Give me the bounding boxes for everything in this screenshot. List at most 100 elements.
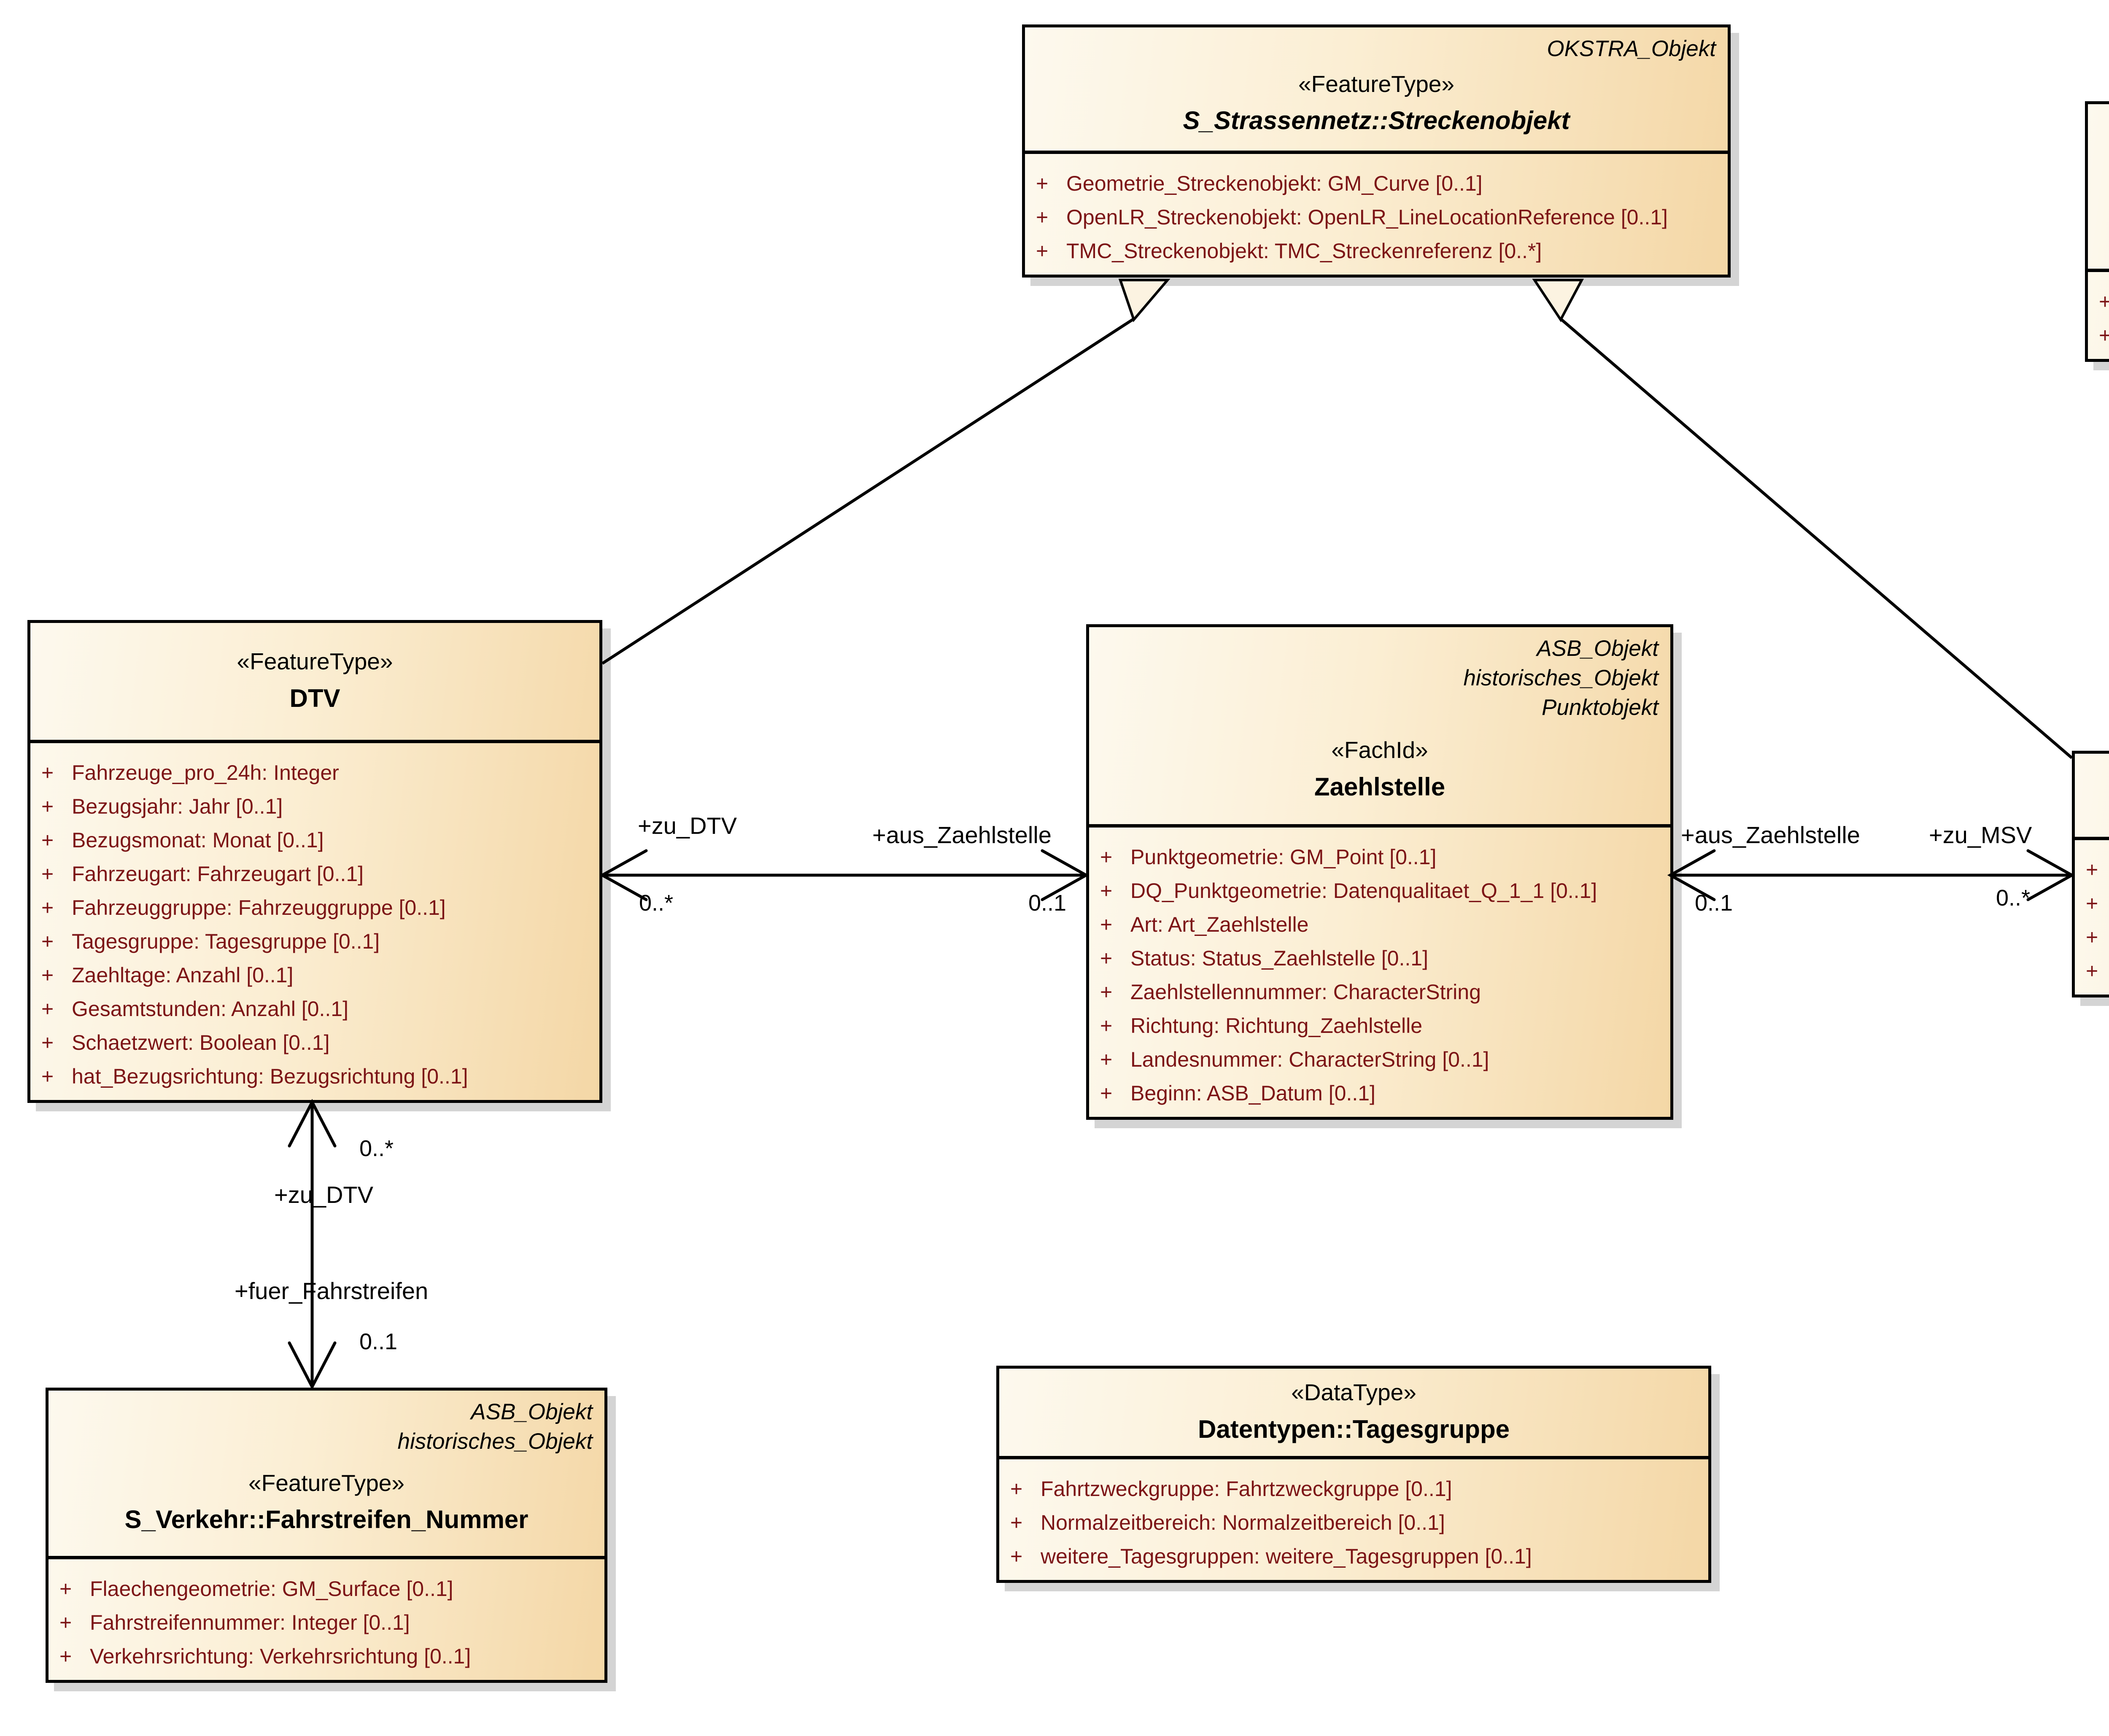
attribute-text: Zaehltage: Anzahl [0..1] xyxy=(72,963,294,987)
attribute-visibility: + xyxy=(41,896,54,919)
attribute-text: Fahrtzweckgruppe: Fahrtzweckgruppe [0..1… xyxy=(1041,1477,1452,1501)
class-tag: historisches_Objekt xyxy=(1463,665,1659,690)
class-name: S_Verkehr::Fahrstreifen_Nummer xyxy=(124,1505,529,1534)
attribute-visibility: + xyxy=(1010,1477,1023,1501)
attribute-row: + Status: Status_Zaehlstelle [0..1] xyxy=(1095,941,1662,975)
attribute-visibility: + xyxy=(1100,1014,1113,1038)
attribute-visibility: + xyxy=(2086,892,2098,915)
attribute-row: + Bezugsjahr: Jahr [0..1] xyxy=(36,790,591,823)
attribute-visibility: + xyxy=(2094,323,2109,348)
attribute-row: + Bezugsmonat: Monat [0..1] xyxy=(36,823,591,857)
class-box-dtv[interactable]: «FeatureType» DTV + Fahrzeuge_pro_24h: I… xyxy=(27,620,602,1103)
class-header: «FeatureType» MSV xyxy=(2075,754,2109,837)
arrowhead-right-icon xyxy=(2026,849,2075,901)
attribute-row: + Geometrie_Streckenobjekt: GM_Curve [0.… xyxy=(1031,167,1719,200)
class-stereotype: «FeatureType» xyxy=(237,648,393,675)
generalization-dtv-streckenobjekt[interactable] xyxy=(601,318,1135,665)
attribute-text: Status: Status_Zaehlstelle [0..1] xyxy=(1130,946,1428,970)
attribute-text: Fahrzeuggruppe: Fahrzeuggruppe [0..1] xyxy=(72,896,446,919)
attribute-text: Fahrstreifennummer: Integer [0..1] xyxy=(90,1611,410,1634)
attribute-text: Landesnummer: CharacterString [0..1] xyxy=(1130,1048,1489,1071)
attribute-row: + Flaechengeometrie: GM_Surface [0..1] xyxy=(54,1572,596,1606)
class-header: «DataType» Datentypen::Tagesgruppe xyxy=(999,1369,1708,1456)
attribute-row: + Zaehltage: Anzahl [0..1] xyxy=(36,958,591,992)
attribute-row: + DQ_Punktgeometrie: Datenqualitaet_Q_1_… xyxy=(1095,874,1662,908)
attribute-text: Gesamtstunden: Anzahl [0..1] xyxy=(72,997,348,1021)
attribute-row: + Fahrzeuggruppe: Fahrzeuggruppe xyxy=(2094,318,2109,352)
attribute-list: + Fahrzeuge_pro_h: Anzahl + Bezugsjahr: … xyxy=(2075,837,2109,995)
class-name: Zaehlstelle xyxy=(1314,772,1446,801)
class-tag: OKSTRA_Objekt xyxy=(1547,36,1716,61)
class-name: Datentypen::Tagesgruppe xyxy=(1198,1415,1510,1443)
tag-list: OKSTRA_Objekt xyxy=(2100,111,2109,140)
attribute-text: Art: Art_Zaehlstelle xyxy=(1130,913,1309,936)
attribute-row: + hat_Bezugsrichtung: Bezugsrichtung xyxy=(2081,954,2109,988)
attribute-text: OpenLR_Streckenobjekt: OpenLR_LineLocati… xyxy=(1066,205,1668,229)
class-stereotype: «FeatureType» xyxy=(248,1469,405,1496)
attribute-row: + Art: Art_Zaehlstelle xyxy=(1095,908,1662,941)
attribute-text: Beginn: ASB_Datum [0..1] xyxy=(1130,1081,1375,1105)
attribute-row: + Fahrzeugart: Fahrzeugart [0..1] xyxy=(36,857,591,891)
attribute-text: hat_Bezugsrichtung: Bezugsrichtung [0..1… xyxy=(72,1065,468,1088)
class-box-streckenobjekt[interactable]: OKSTRA_Objekt «FeatureType» S_Strassenne… xyxy=(1022,24,1731,278)
attribute-visibility: + xyxy=(1036,172,1049,195)
class-stereotype: «FeatureType» xyxy=(2087,761,2109,790)
attribute-text: Tagesgruppe: Tagesgruppe [0..1] xyxy=(72,930,380,953)
multiplicity-label: 0..1 xyxy=(1695,890,1733,916)
class-stereotype: «FachId» xyxy=(1331,737,1428,763)
attribute-visibility: + xyxy=(41,828,54,852)
class-stereotype: «FeatureType» xyxy=(2100,167,2109,196)
attribute-text: Bezugsjahr: Jahr [0..1] xyxy=(72,795,283,818)
class-box-msv[interactable]: «FeatureType» MSV + Fahrzeuge_pro_h: Anz… xyxy=(2072,751,2109,997)
attribute-row: + Beginn: ASB_Datum [0..1] xyxy=(1095,1076,1662,1110)
attribute-text: Geometrie_Streckenobjekt: GM_Curve [0..1… xyxy=(1066,172,1483,195)
attribute-visibility: + xyxy=(2086,959,2098,983)
attribute-visibility: + xyxy=(1100,946,1113,970)
attribute-row: + Punktgeometrie: GM_Point [0..1] xyxy=(1095,840,1662,874)
multiplicity-label: 0..* xyxy=(1996,885,2031,911)
multiplicity-label: 0..* xyxy=(639,890,674,916)
attribute-list: + Geometrie_Streckenobjekt: GM_Curve [0.… xyxy=(1025,151,1728,275)
arrowhead-up-icon xyxy=(288,1099,337,1148)
role-label-aus-zaehlstelle: +aus_Zaehlstelle xyxy=(872,822,1052,848)
attribute-visibility: + xyxy=(59,1611,72,1634)
role-label-aus-zaehlstelle: +aus_Zaehlstelle xyxy=(1681,822,1860,848)
class-name: S_Strassennetz::Streckenobjekt xyxy=(1183,106,1570,135)
class-tag: Punktobjekt xyxy=(1542,695,1659,720)
attribute-visibility: + xyxy=(1010,1545,1023,1568)
attribute-row: + Fahrzeuggruppe: Fahrzeuggruppe [0..1] xyxy=(36,891,591,925)
attribute-list: + Punktgeometrie: GM_Point [0..1] + DQ_P… xyxy=(1089,824,1670,1117)
attribute-visibility: + xyxy=(41,963,54,987)
class-box-tagesgruppe[interactable]: «DataType» Datentypen::Tagesgruppe + Fah… xyxy=(996,1366,1711,1583)
attribute-visibility: + xyxy=(59,1644,72,1668)
attribute-visibility: + xyxy=(1100,1048,1113,1071)
class-tag: ASB_Objekt xyxy=(1537,636,1659,661)
attribute-text: Punktgeometrie: GM_Point [0..1] xyxy=(1130,845,1437,869)
class-tag: OKSTRA_Objekt xyxy=(2100,111,2109,140)
attribute-text: Flaechengeometrie: GM_Surface [0..1] xyxy=(90,1577,453,1601)
class-stereotype: «DataType» xyxy=(1291,1379,1416,1406)
class-stereotype: «FeatureType» xyxy=(1298,70,1454,97)
attribute-text: weitere_Tagesgruppen: weitere_Tagesgrupp… xyxy=(1041,1545,1532,1568)
attribute-visibility: + xyxy=(1036,205,1049,229)
class-header: OKSTRA_Objekt «FeatureType» S_Strassenne… xyxy=(1025,27,1728,151)
attribute-row: + Bezugsjahr: Jahr xyxy=(2081,887,2109,920)
attribute-visibility: + xyxy=(1100,845,1113,869)
attribute-row: + Zaehlstellennummer: CharacterString xyxy=(1095,975,1662,1009)
attribute-text: Richtung: Richtung_Zaehlstelle xyxy=(1130,1014,1423,1038)
multiplicity-label: 0..1 xyxy=(1028,890,1067,916)
class-tag: historisches_Objekt xyxy=(397,1429,593,1454)
tag-list: OKSTRA_Objekt xyxy=(1037,34,1716,64)
attribute-row: + hat_Bezugsrichtung: Bezugsrichtung [0.… xyxy=(36,1059,591,1093)
attribute-visibility: + xyxy=(1100,879,1113,903)
attribute-row: + Fahrzeuge_pro_24h: Integer xyxy=(36,756,591,790)
attribute-row: + Anteil: Prozent xyxy=(2094,285,2109,318)
attribute-row: + Tagesgruppe: Tagesgruppe xyxy=(2081,920,2109,954)
class-box-anteil-am-dtv[interactable]: OKSTRA_Objekt «FeatureType» Anteil_am_DT… xyxy=(2085,101,2109,362)
arrowhead-down-icon xyxy=(288,1341,337,1390)
attribute-visibility: + xyxy=(41,1031,54,1054)
